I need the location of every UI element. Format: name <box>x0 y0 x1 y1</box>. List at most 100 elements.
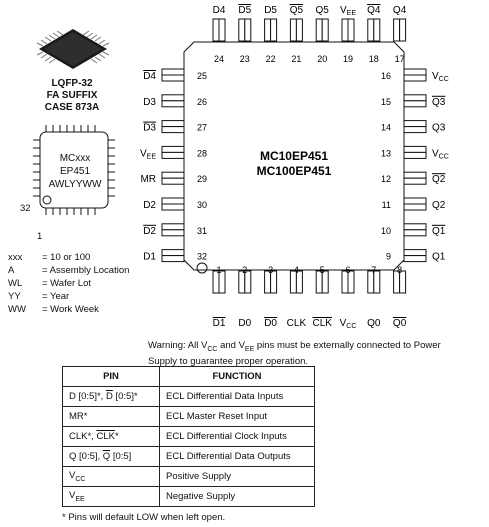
pin-label-bottom: VCC <box>340 318 357 330</box>
pin-lead <box>295 18 303 42</box>
table-row: D [0:5]*, D [0:5]*ECL Differential Data … <box>62 386 315 407</box>
pin-label-bottom: D0 <box>238 318 251 329</box>
pin-number: 3 <box>268 265 273 275</box>
table-cell-pin: CLK*, CLK* <box>62 426 160 447</box>
pin-lead <box>347 270 355 294</box>
table-cell-pin: VCC <box>62 466 160 487</box>
pin-lead <box>161 177 185 185</box>
table-cell-function: ECL Master Reset Input <box>159 406 315 427</box>
pin-lead <box>270 270 278 294</box>
table-row: CLK*, CLK*ECL Differential Clock Inputs <box>62 426 315 447</box>
pin-label-top: D5 <box>264 5 277 16</box>
package-label: LQFP-32 FA SUFFIX CASE 873A <box>22 78 122 114</box>
pin-number: 18 <box>369 54 379 64</box>
pin-lead <box>161 229 185 237</box>
table-cell-function: ECL Differential Clock Inputs <box>159 426 315 447</box>
legend-row: A= Assembly Location <box>8 265 129 277</box>
pin-lead <box>295 270 303 294</box>
table-cell-function: ECL Differential Data Outputs <box>159 446 315 467</box>
package-line2: FA SUFFIX <box>46 90 98 101</box>
chip-name1: MC10EP451 <box>260 149 328 163</box>
pin-lead <box>161 223 185 231</box>
pin-number: 6 <box>345 265 350 275</box>
pin-lead <box>403 197 427 205</box>
pin-number: 21 <box>291 54 301 64</box>
pin-number: 4 <box>294 265 299 275</box>
package-line1: LQFP-32 <box>51 78 93 89</box>
pin-label-top: VEE <box>340 5 356 17</box>
pin-lead <box>270 18 278 42</box>
pin-lead <box>403 255 427 263</box>
pin-lead <box>403 203 427 211</box>
pin-lead <box>373 18 381 42</box>
pin-label-right: Q1 <box>432 252 446 263</box>
legend-value: = Assembly Location <box>42 265 130 276</box>
pin-lead <box>367 18 375 42</box>
legend-value: = Year <box>42 291 70 302</box>
footnote: * Pins will default LOW when left open. <box>62 512 226 523</box>
pin-number: 2 <box>242 265 247 275</box>
marking-line3: AWLYYWW <box>48 179 102 190</box>
pin-label-right: Q3 <box>432 97 446 108</box>
pin-number: 7 <box>371 265 376 275</box>
table-cell-pin: MR* <box>62 406 160 427</box>
marking-line2: EP451 <box>59 166 91 177</box>
pin-lead <box>244 270 252 294</box>
pin-label-bottom: Q0 <box>393 318 407 329</box>
pin-label-bottom: CLK <box>287 318 307 329</box>
pin-label-left: MR <box>140 174 156 185</box>
pin-label-bottom: Q0 <box>367 318 381 329</box>
table-cell-function: Negative Supply <box>159 486 315 507</box>
pin-label-bottom: CLK <box>312 318 332 329</box>
pin-number: 25 <box>197 71 207 81</box>
pin-number: 26 <box>197 97 207 107</box>
warning-text: Warning: All VCC and VEE pins must be ex… <box>148 340 441 367</box>
pin-label-left: D3 <box>143 97 156 108</box>
legend-row: YY = Year <box>8 291 69 303</box>
marking-diagram <box>33 125 115 215</box>
pin-number: 31 <box>197 226 207 236</box>
legend-value: = 10 or 100 <box>42 252 91 263</box>
pin-number: 1 <box>216 265 221 275</box>
pin-number: 12 <box>381 174 391 184</box>
pin-lead <box>373 270 381 294</box>
pin-number: 32 <box>197 252 207 262</box>
pin-label-left: D3 <box>143 123 156 134</box>
pin-label-left: D2 <box>143 226 156 237</box>
pin-number: 30 <box>197 200 207 210</box>
pin-label-right: VCC <box>432 71 449 83</box>
pin-lead <box>218 270 226 294</box>
legend-row: WW= Work Week <box>8 304 99 316</box>
pin-lead <box>341 18 349 42</box>
pin-number: 24 <box>214 54 224 64</box>
table-cell-function: Positive Supply <box>159 466 315 487</box>
pin-lead <box>161 203 185 211</box>
pin-label-left: D2 <box>143 200 156 211</box>
pin-lead <box>161 68 185 76</box>
pin-lead <box>403 68 427 76</box>
marking-text: MCxxx EP451 AWLYYWW <box>40 152 110 191</box>
pin1-marker <box>196 262 208 274</box>
pin-label-right: Q1 <box>432 226 446 237</box>
legend-value: = Work Week <box>42 304 99 315</box>
pin-number: 28 <box>197 148 207 158</box>
pin-lead <box>264 18 272 42</box>
table-header-function: FUNCTION <box>159 366 315 387</box>
pin-number: 17 <box>395 54 405 64</box>
pin-label-top: D5 <box>238 5 251 16</box>
table-cell-pin: Q [0:5], Q [0:5] <box>62 446 160 467</box>
package-image <box>36 29 110 69</box>
pin-number: 11 <box>382 200 391 210</box>
pin-lead <box>161 151 185 159</box>
table-cell-pin: VEE <box>62 486 160 507</box>
pin-lead <box>161 126 185 134</box>
pin-number: 27 <box>197 123 207 133</box>
pin-number: 29 <box>197 174 207 184</box>
legend-key: YY <box>8 291 21 302</box>
pin-label-right: Q2 <box>432 200 446 211</box>
pin-lead <box>161 171 185 179</box>
pin-lead <box>161 255 185 263</box>
chip-name2: MC100EP451 <box>257 164 332 178</box>
